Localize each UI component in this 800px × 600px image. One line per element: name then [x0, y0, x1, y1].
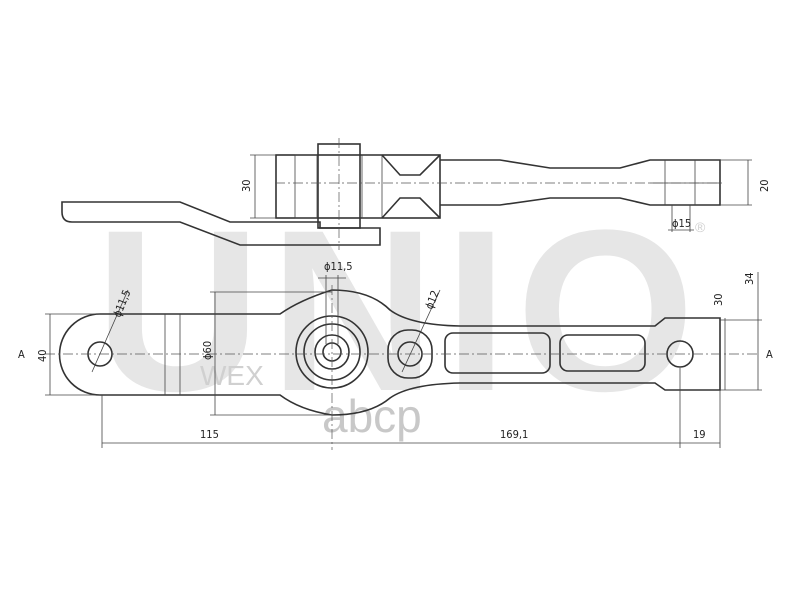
rubber-left	[294, 154, 318, 219]
watermark-store: abcp	[322, 390, 422, 442]
arm-outline	[58, 289, 721, 416]
arm-side	[440, 159, 721, 206]
pocket-1	[444, 332, 551, 374]
pocket-2	[559, 334, 646, 372]
dim-left-width: 40	[36, 349, 49, 362]
bushing-profile	[381, 154, 441, 219]
bushing-block	[275, 154, 441, 219]
watermark-registered: ®	[695, 219, 706, 235]
watermark-brand: UNIO	[95, 182, 695, 439]
rubber-right	[361, 154, 383, 219]
small-hole	[397, 341, 423, 367]
section-mark-left: A	[18, 348, 25, 361]
side-view: 30 20 ϕ15	[61, 138, 771, 250]
bracket-plate	[61, 201, 381, 246]
section-mark-right: A	[766, 348, 773, 361]
dim-pin-dia: ϕ15	[672, 217, 691, 230]
dim-len-mid: 169,1	[500, 428, 528, 441]
dim-top-height: 30	[240, 179, 253, 192]
dim-disc-dia: ϕ60	[201, 341, 214, 360]
dim-bore-dia: ϕ11,5	[324, 260, 353, 273]
dim-right-end-width: 30	[712, 293, 725, 306]
watermark: UNIO ® WEX abcp	[95, 182, 706, 442]
dim-len-right: 19	[693, 428, 706, 441]
dim-top-right-height: 20	[758, 179, 771, 192]
watermark-sub: WEX	[200, 360, 264, 391]
dim-overall-right: 34	[743, 272, 756, 285]
dim-len-left: 115	[200, 428, 219, 441]
